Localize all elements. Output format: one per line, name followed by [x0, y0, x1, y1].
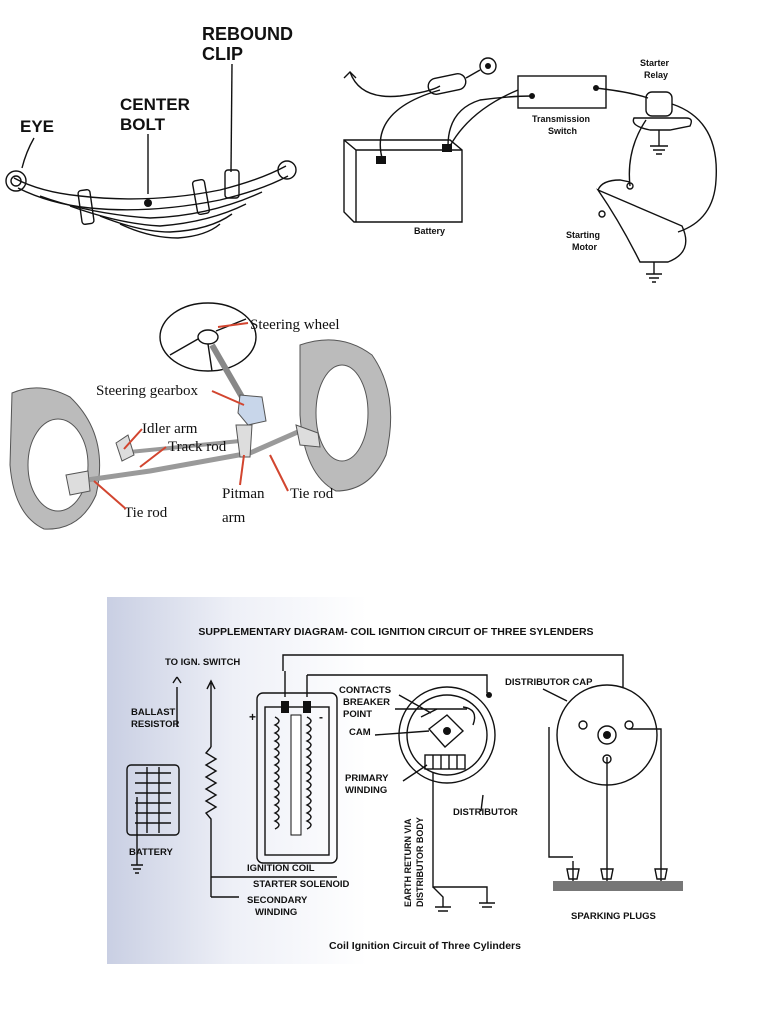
ignition-caption: Coil Ignition Circuit of Three Cylinders	[329, 940, 521, 952]
label-distributor-cap: DISTRIBUTOR CAP	[505, 677, 593, 688]
ignition-circuit-diagram: SUPPLEMENTARY DIAGRAM- COIL IGNITION CIR…	[126, 626, 683, 952]
steering-drawing	[9, 302, 392, 530]
label-winding-primary: WINDING	[345, 785, 387, 796]
label-plus: +	[249, 710, 256, 724]
label-motor: Motor	[572, 242, 597, 252]
steering-diagram: Steering wheel Steering gearbox Idler ar…	[9, 302, 392, 530]
label-point: POINT	[343, 709, 372, 720]
label-idler-arm: Idler arm	[142, 421, 198, 437]
label-battery: Battery	[414, 226, 445, 236]
label-eye: EYE	[20, 117, 54, 136]
label-cam: CAM	[349, 727, 371, 738]
label-bolt: BOLT	[120, 115, 166, 134]
label-tie-rod-left: Tie rod	[124, 505, 168, 521]
label-breaker: BREAKER	[343, 697, 390, 708]
label-starter: Starter	[640, 58, 670, 68]
label-distributor-body: DISTRIBUTOR BODY	[415, 817, 425, 907]
label-primary: PRIMARY	[345, 773, 389, 784]
ignition-panel	[107, 597, 685, 964]
label-secondary: SECONDARY	[247, 895, 308, 906]
label-rebound: REBOUND	[202, 24, 293, 44]
label-starting: Starting	[566, 230, 600, 240]
leaf-spring-diagram: REBOUND CLIP CENTER BOLT EYE	[5, 24, 297, 239]
label-pitman: Pitman	[222, 486, 265, 502]
label-steering-wheel: Steering wheel	[250, 317, 340, 333]
ballast-resistor	[126, 764, 180, 836]
ignition-coil	[256, 671, 338, 864]
label-starter-solenoid: STARTER SOLENOID	[253, 879, 350, 890]
label-resistor: RESISTOR	[131, 719, 180, 730]
label-tie-rod-right: Tie rod	[290, 486, 334, 502]
label-contacts: CONTACTS	[339, 685, 391, 696]
arrow-eye	[21, 137, 35, 169]
label-earth-return: EARTH RETURN VIA	[403, 818, 413, 907]
ignition-title: SUPPLEMENTARY DIAGRAM- COIL IGNITION CIR…	[198, 626, 593, 638]
label-winding-secondary: WINDING	[255, 907, 297, 918]
leaf-spring-drawing	[5, 160, 297, 239]
label-battery: BATTERY	[129, 847, 173, 858]
label-ballast: BALLAST	[131, 707, 176, 718]
steering-leader-lines	[93, 322, 289, 510]
distributor	[398, 686, 496, 784]
label-switch: Switch	[548, 126, 577, 136]
starter-circuit-drawing	[343, 57, 717, 283]
label-sparking-plugs: SPARKING PLUGS	[571, 911, 656, 922]
label-center: CENTER	[120, 95, 190, 114]
distributor-cap	[556, 684, 658, 786]
label-arm: arm	[222, 510, 246, 526]
label-relay: Relay	[644, 70, 668, 80]
arrow-rebound-clip	[230, 63, 233, 173]
ignition-wiring	[131, 654, 662, 912]
starter-circuit-diagram: Starter Relay Transmission Switch Batter…	[343, 57, 717, 283]
label-steering-gearbox: Steering gearbox	[96, 383, 199, 399]
label-transmission: Transmission	[532, 114, 590, 124]
label-clip: CLIP	[202, 44, 243, 64]
label-ignition-coil: IGNITION COIL	[247, 863, 315, 874]
label-to-ign-switch: TO IGN. SWITCH	[165, 657, 240, 668]
label-minus: -	[319, 710, 323, 724]
sparking-plugs	[553, 861, 683, 891]
ignition-leader-lines	[374, 688, 568, 812]
label-track-rod: Track rod	[168, 439, 227, 455]
label-distributor: DISTRIBUTOR	[453, 807, 518, 818]
